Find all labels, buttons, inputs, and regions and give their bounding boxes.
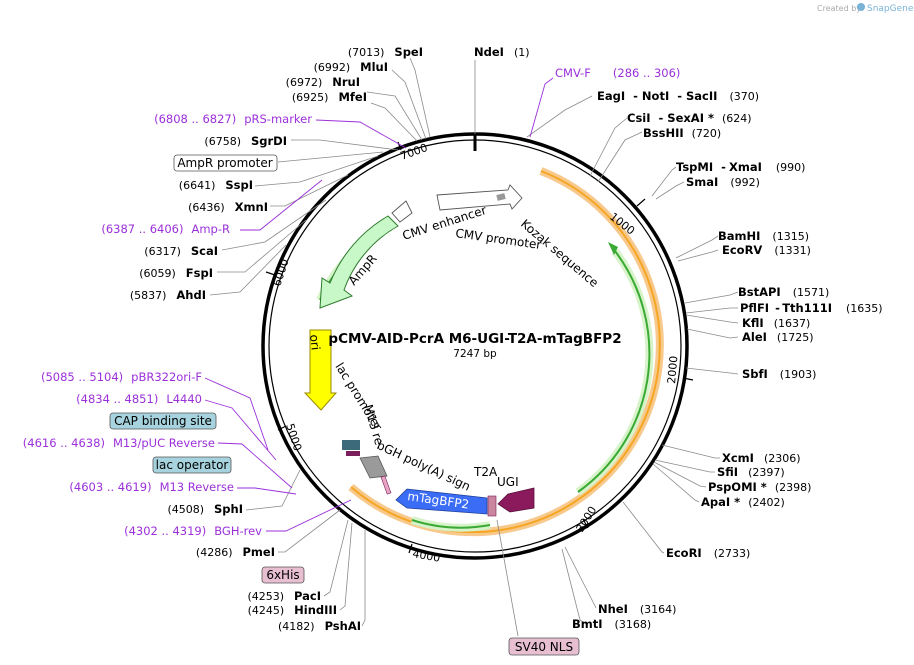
plasmid-size: 7247 bp xyxy=(453,348,497,360)
site-ndei: NdeI(1) xyxy=(474,45,530,59)
site-ahdi: (5837)AhdI xyxy=(130,288,206,302)
ampr-promoter-shape xyxy=(391,200,413,223)
site-pspomi: PspOMI *(2398) xyxy=(708,480,811,494)
label-ugi: UGI xyxy=(497,475,519,489)
site-mlui: (6992)MluI xyxy=(314,60,388,74)
site-sphi: (4508)SphI xyxy=(167,502,243,516)
tick-4000: 4000 xyxy=(411,547,441,565)
his-tag-shape xyxy=(380,475,392,495)
site-spei: (7013)SpeI xyxy=(348,45,423,59)
cap-site-shape xyxy=(342,440,360,450)
site-ecori: EcoRI(2733) xyxy=(666,546,750,560)
primer-amp-r: (6387 .. 6406)Amp-R xyxy=(101,222,230,236)
box-cap-site: CAP binding site xyxy=(109,412,217,430)
site-pflfi-tth111i: PflFI-Tth111I(1635) xyxy=(740,301,883,315)
primer-m13-puc-reverse: (4616 .. 4638)M13/pUC Reverse xyxy=(23,436,215,450)
site-smai: SmaI(992) xyxy=(686,175,760,189)
site-alei: AleI(1725) xyxy=(742,330,814,344)
box-6xhis: 6xHis xyxy=(261,566,305,584)
bgh-polya-shape xyxy=(359,455,388,479)
label-bgh: bGH poly(A) signal xyxy=(0,0,473,494)
primer-m13-reverse: (4603 .. 4619)M13 Reverse xyxy=(69,480,234,494)
t2a-shape xyxy=(487,495,497,517)
credit-text: Created by xyxy=(817,4,861,13)
tick-7000: 7000 xyxy=(399,141,430,163)
tick-5000: 5000 xyxy=(283,422,304,453)
site-pmei: (4286)PmeI xyxy=(196,545,275,559)
site-paci: (4253)PacI xyxy=(247,589,321,603)
svg-text:CAP binding site: CAP binding site xyxy=(114,414,212,428)
site-sbfi: SbfI(1903) xyxy=(742,367,816,381)
primer-cmv-f: CMV-F(286 .. 306) xyxy=(555,66,680,80)
leader-lines xyxy=(209,57,739,637)
green-arrow-2 xyxy=(411,519,491,529)
site-sfii: SfiI(2397) xyxy=(717,465,785,479)
site-bstapi: BstAPI(1571) xyxy=(738,285,829,299)
site-eagi-noti-sacii: EagI-NotI-SacII(370) xyxy=(597,89,759,103)
svg-text:SV40 NLS: SV40 NLS xyxy=(515,640,573,654)
site-csii-sexai: CsiI-SexAI *(624) xyxy=(627,111,752,125)
green-arrow-halo-1 xyxy=(575,248,654,496)
svg-text:AmpR promoter: AmpR promoter xyxy=(177,156,272,170)
box-sv40-nls: SV40 NLS xyxy=(508,637,580,656)
snapgene-logo-icon xyxy=(857,3,865,11)
snapgene-credit: Created by SnapGene xyxy=(817,3,914,14)
lac-operator-shape xyxy=(346,451,360,456)
site-nhei: NheI(3164) xyxy=(598,602,676,616)
svg-text:lac operator: lac operator xyxy=(156,458,229,472)
site-xmni: (6436)XmnI xyxy=(188,200,268,214)
svg-text:6xHis: 6xHis xyxy=(266,568,299,582)
ampr-arrow xyxy=(319,215,399,309)
box-lac-operator: lac operator xyxy=(152,456,232,474)
ori-arrow xyxy=(303,329,338,411)
tick-6000: 6000 xyxy=(270,257,291,288)
primer-pbr322ori-f: (5085 .. 5104)pBR322ori-F xyxy=(41,370,202,384)
site-bmti: BmtI(3168) xyxy=(572,617,651,631)
primer-bgh-rev: (4302 .. 4319)BGH-rev xyxy=(124,524,262,538)
green-arrow-head-1 xyxy=(608,242,618,255)
site-sspi: (6641)SspI xyxy=(179,178,253,192)
label-t2a: T2A xyxy=(473,465,498,479)
green-arrow-1 xyxy=(577,250,651,493)
cmv-promoter-segment xyxy=(496,193,506,201)
mtagbfp2-arrow xyxy=(395,488,488,515)
site-bsshii: BssHII(720) xyxy=(643,126,721,140)
site-nrui: (6972)NruI xyxy=(286,75,360,89)
site-kfli: KflI(1637) xyxy=(742,316,810,330)
ugi-arrow xyxy=(497,487,535,513)
site-ecorv: EcoRV(1331) xyxy=(722,243,811,257)
site-sgrdi: (6758)SgrDI xyxy=(204,134,287,148)
plasmid-name: pCMV-AID-PcrA M6-UGI-T2A-mTagBFP2 xyxy=(328,331,621,347)
site-mfei: (6925)MfeI xyxy=(292,90,367,104)
site-bamhi: BamHI(1315) xyxy=(718,229,809,243)
site-scai: (6317)ScaI xyxy=(144,244,218,258)
site-tspmi-xmai: TspMI-XmaI(990) xyxy=(676,160,805,174)
primer-prs-marker: (6808 .. 6827)pRS-marker xyxy=(154,112,312,126)
tick-2000: 2000 xyxy=(665,355,680,384)
cmv-feature-arrow xyxy=(436,184,523,211)
primer-lines xyxy=(204,77,554,532)
primer-l4440: (4834 .. 4851)L4440 xyxy=(76,392,202,406)
tick-marks xyxy=(265,141,694,554)
site-fspi: (6059)FspI xyxy=(139,266,213,280)
site-pshai: (4182)PshAI xyxy=(278,619,361,633)
site-xcmi: XcmI(2306) xyxy=(722,451,801,465)
label-kozak: Kozak sequence xyxy=(518,217,601,290)
site-apai: ApaI *(2402) xyxy=(701,495,785,509)
box-ampr-promoter: AmpR promoter xyxy=(173,154,278,172)
credit-brand: SnapGene xyxy=(867,4,914,14)
label-ori: ori xyxy=(307,334,323,351)
site-hindiii: (4245)HindIII xyxy=(248,603,337,617)
